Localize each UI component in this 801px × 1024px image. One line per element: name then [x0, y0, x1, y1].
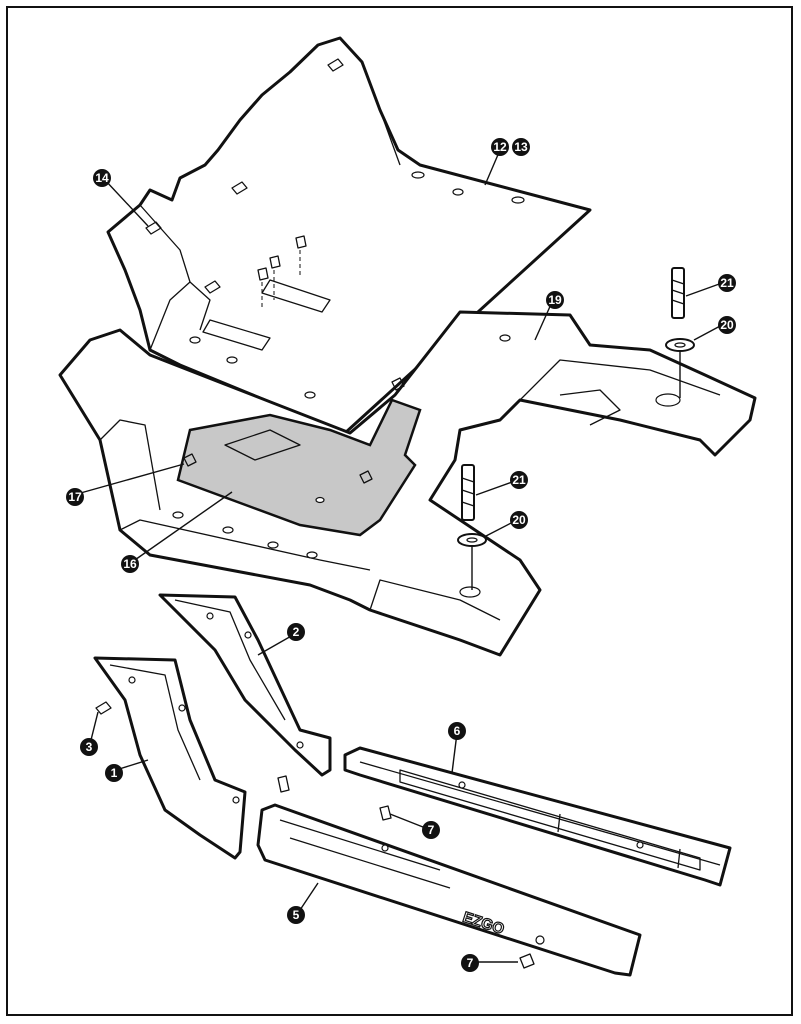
floor-mat-panel: [106, 36, 592, 435]
callout-label: 14: [95, 171, 109, 185]
callout-3: 3: [80, 738, 98, 756]
screw: [95, 701, 112, 715]
sill-rail: [343, 746, 732, 887]
callout-label: 6: [454, 724, 461, 738]
callout-label: 3: [86, 740, 93, 754]
callout-label: 7: [467, 956, 474, 970]
callout-7-upper: 7: [422, 821, 440, 839]
callout-label: 17: [68, 490, 82, 504]
callout-label: 21: [720, 276, 734, 290]
callout-6: 6: [448, 722, 466, 740]
plate-screw: [391, 377, 405, 391]
callout-label: 21: [512, 473, 526, 487]
callout-19: 19: [546, 291, 564, 309]
plate-screw: [359, 470, 373, 484]
diagram-frame: [6, 6, 793, 1016]
callout-17: 17: [66, 488, 84, 506]
screw: [277, 775, 290, 793]
floor-plate: [176, 398, 422, 537]
callout-7-lower: 7: [461, 954, 479, 972]
screw: [519, 953, 535, 969]
callout-label: 19: [548, 293, 562, 307]
mat-screws: [145, 58, 344, 308]
callout-label: 5: [293, 908, 300, 922]
callout-16: 16: [121, 555, 139, 573]
callout-5: 5: [287, 906, 305, 924]
kick-plate-bracket-right: [158, 593, 332, 777]
callout-label: 2: [293, 625, 300, 639]
callout-20-lower: 20: [510, 511, 528, 529]
callout-1: 1: [105, 764, 123, 782]
plate-screw: [183, 453, 197, 467]
screw: [379, 805, 392, 821]
lower-bolt: [457, 464, 487, 590]
callout-2: 2: [287, 623, 305, 641]
callout-label: 20: [512, 513, 526, 527]
frame-body-assembly: [58, 310, 757, 657]
callout-label: 13: [514, 140, 528, 154]
callout-14: 14: [93, 169, 111, 187]
kick-plate-bracket-left: [93, 656, 247, 860]
callout-label: 7: [428, 823, 435, 837]
callout-21-upper: 21: [718, 274, 736, 292]
upper-bolt: [665, 267, 695, 398]
callout-20-upper: 20: [718, 316, 736, 334]
callout-12-13: 12 13: [491, 138, 530, 156]
callout-label: 1: [111, 766, 118, 780]
callout-label: 12: [493, 140, 507, 154]
callout-21-lower: 21: [510, 471, 528, 489]
callout-label: 20: [720, 318, 734, 332]
callout-label: 16: [123, 557, 137, 571]
